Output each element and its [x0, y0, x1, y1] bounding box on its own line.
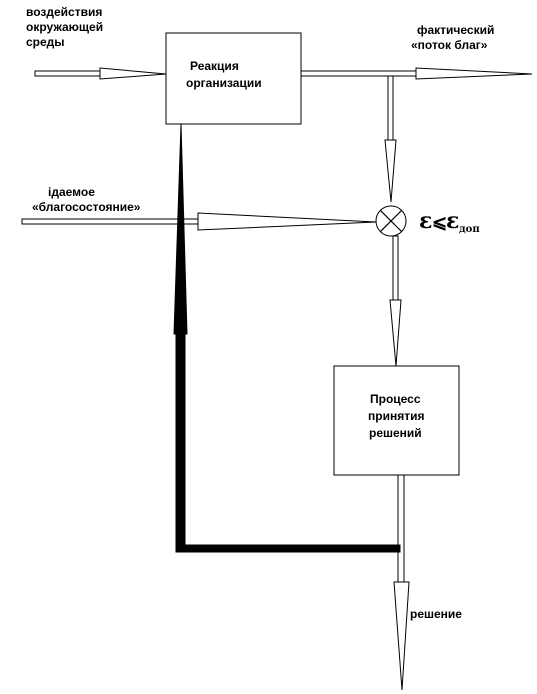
condition-subscript: доп: [459, 224, 480, 235]
decision-label-line2: принятия: [368, 409, 424, 423]
condition-leq-sign: ⩽: [432, 212, 447, 233]
desired-label-line2: «благосостояние»: [32, 200, 141, 214]
environment-label-line3: среды: [26, 35, 65, 49]
reaction-block: Реакция организации: [165, 32, 302, 125]
decision-label-line1: Процесс: [370, 392, 421, 406]
thick-feedback-path: [173, 123, 401, 553]
reference-input-arrow: [21, 212, 377, 231]
actual-flow-label-line2: «поток благ»: [411, 38, 488, 52]
desired-label-line1: ідаемое: [48, 185, 95, 199]
desired-label: ідаемое «благосостояние»: [32, 185, 141, 214]
comparator-junction: [375, 205, 407, 237]
decision-block: Процесс принятия решений: [333, 365, 460, 476]
condition-epsilon: ε: [419, 208, 432, 234]
output-label: решение: [410, 607, 462, 621]
actual-flow-arrow: [300, 67, 533, 80]
environment-label: воздействия окружающей среды: [26, 5, 103, 49]
condition-epsilon-allowed: ε: [446, 208, 459, 234]
feedback-down-arrow: [384, 75, 397, 203]
actual-flow-label: фактический «поток благ»: [411, 23, 494, 52]
tolerance-condition: ε ⩽ ε доп: [419, 208, 480, 235]
reaction-label-line1: Реакция: [190, 59, 239, 73]
reaction-box: [165, 32, 302, 125]
decision-box: [333, 365, 460, 476]
environment-label-line2: окружающей: [26, 20, 103, 34]
decision-output-arrow: [393, 474, 410, 691]
environment-label-line1: воздействия: [26, 5, 102, 19]
input-environment-arrow: [34, 67, 167, 80]
actual-flow-label-line1: фактический: [417, 23, 494, 37]
error-signal-arrow: [389, 235, 402, 367]
reaction-label-line2: организации: [186, 76, 262, 90]
decision-label-line3: решений: [369, 426, 422, 440]
